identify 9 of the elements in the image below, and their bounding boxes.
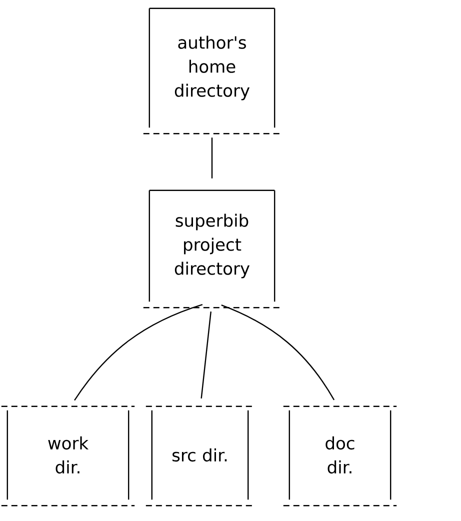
directory-box: work dir. (1, 406, 135, 506)
connector-line (221, 304, 335, 400)
directory-box: author's home directory (143, 8, 281, 134)
directory-box: src dir. (146, 406, 254, 506)
connector-line (211, 138, 213, 178)
connector-line (74, 304, 203, 401)
directory-box: superbib project directory (143, 190, 281, 308)
connector-line (200, 311, 212, 399)
directory-box: doc dir. (283, 406, 397, 506)
